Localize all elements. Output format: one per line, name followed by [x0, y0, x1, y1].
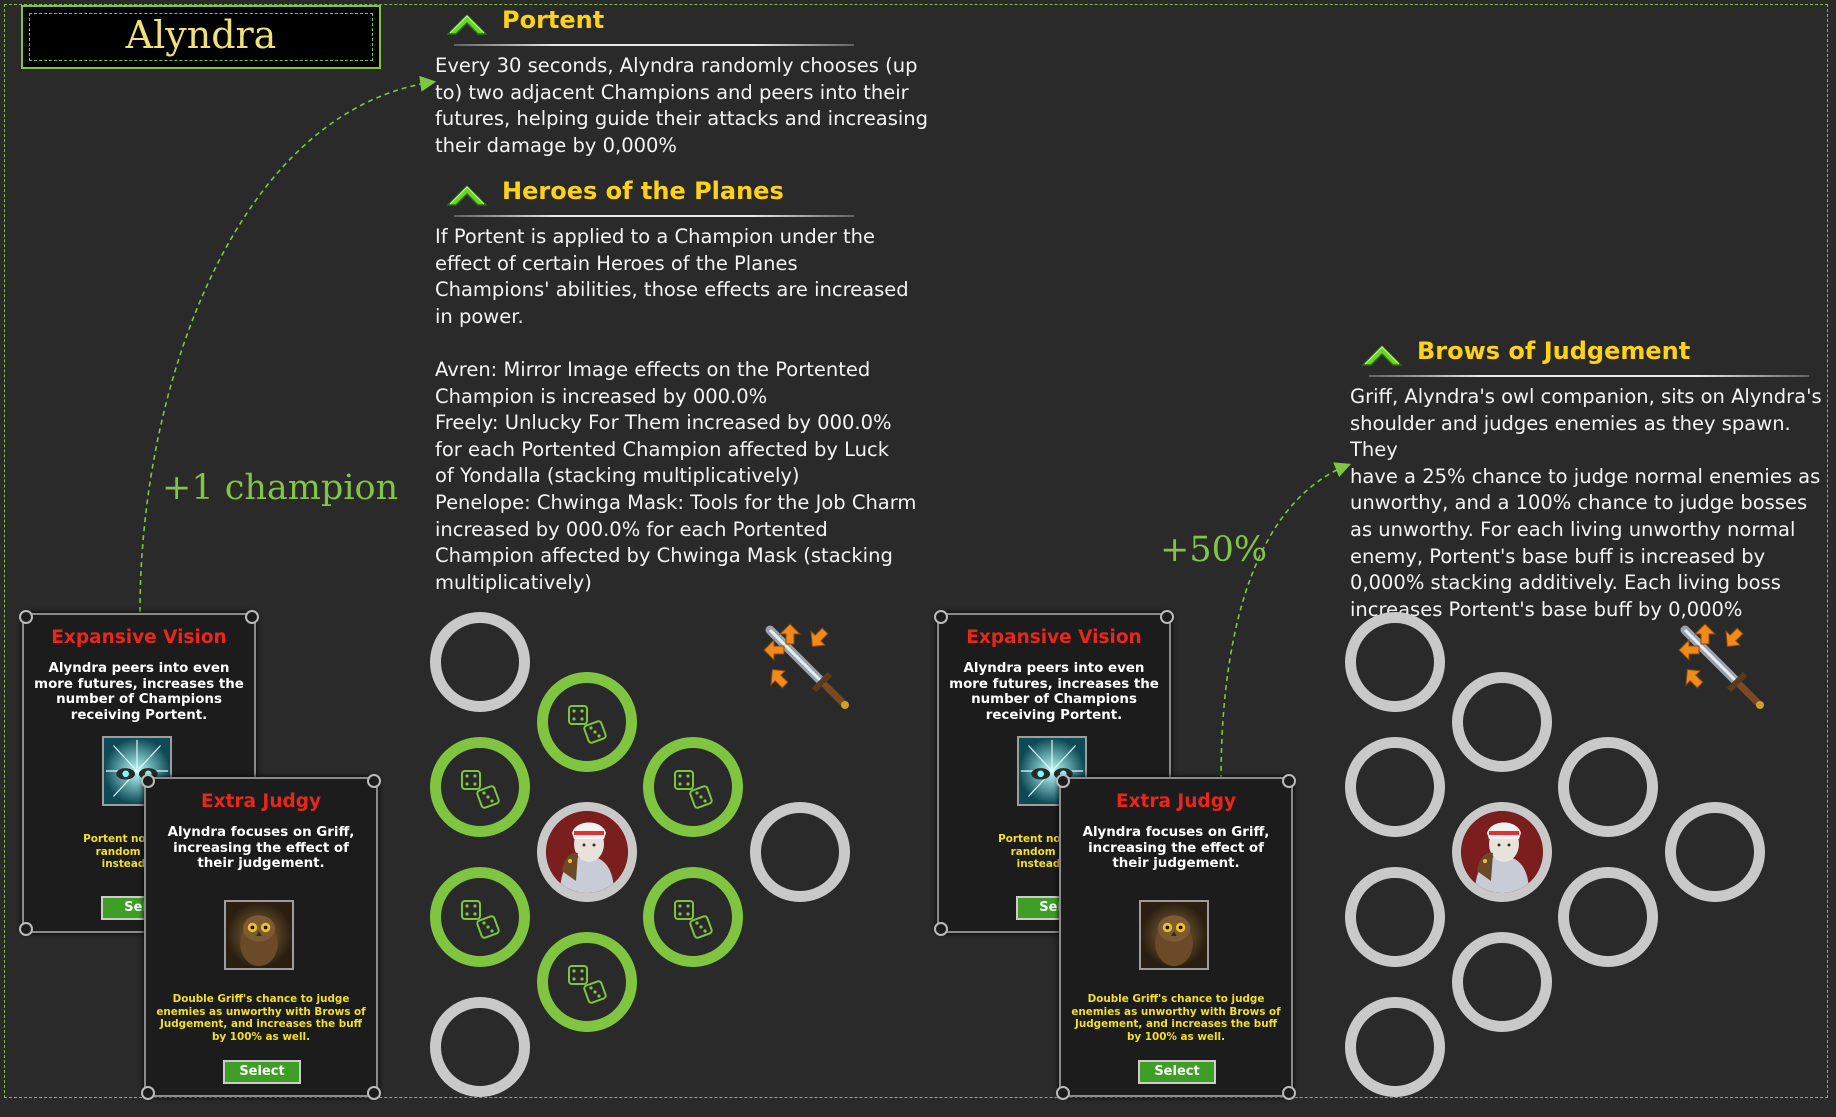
select-button[interactable]: Select [1138, 1060, 1216, 1084]
formation-slot[interactable] [430, 612, 530, 712]
formation-slot[interactable] [1345, 737, 1445, 837]
card-title: Expansive Vision [51, 627, 227, 648]
sword-buff-icon [1678, 623, 1764, 709]
card-detail: Double Griff's chance to judge enemies a… [1071, 993, 1281, 1043]
ability-brows-description: Griff, Alyndra's owl companion, sits on … [1350, 385, 1822, 621]
card-description: Alyndra focuses on Griff, increasing the… [1082, 825, 1270, 871]
formation-slot[interactable] [1345, 997, 1445, 1097]
dice-icon [568, 705, 607, 744]
ability-portent-description: Every 30 seconds, Alyndra randomly choos… [435, 54, 929, 157]
card-title: Extra Judgy [1115, 791, 1237, 812]
formation-slot[interactable] [1452, 932, 1552, 1032]
champion-portrait[interactable] [537, 802, 637, 902]
formation-slot[interactable] [750, 802, 850, 902]
formation-slot[interactable] [1345, 612, 1445, 712]
card-title: Extra Judgy [200, 791, 322, 812]
ability-heroes-description: If Portent is applied to a Champion unde… [435, 225, 917, 594]
formation-slot[interactable] [1452, 672, 1552, 772]
card-title: Expansive Vision [966, 627, 1142, 648]
ability-name: Brows of Judgement [1417, 337, 1691, 365]
formation-slot[interactable] [1665, 802, 1765, 902]
card-extra-judgy[interactable]: Extra Judgy Alyndra focuses on Griff, in… [141, 774, 381, 1100]
select-button[interactable]: Select [223, 1060, 301, 1084]
alyndra-portrait [1461, 811, 1543, 893]
formation-slot[interactable] [1345, 867, 1445, 967]
formation-slot-portented[interactable] [537, 932, 637, 1032]
formation-slot-portented[interactable] [643, 867, 743, 967]
card-description: Alyndra peers into even more futures, in… [949, 661, 1159, 723]
card-expansive-vision[interactable]: Expansive Vision Alyndra peers into even… [19, 610, 259, 936]
title-box: Alyndra [21, 5, 381, 69]
formation-slot-portented[interactable] [430, 867, 530, 967]
formation-slot-portented[interactable] [430, 737, 530, 837]
alyndra-portrait [546, 811, 628, 893]
chevron-up-icon [446, 184, 488, 206]
champion-portrait[interactable] [1452, 802, 1552, 902]
sword-buff-icon [763, 623, 849, 709]
chevron-up-icon [1361, 344, 1403, 366]
formation-slot[interactable] [1558, 867, 1658, 967]
dice-icon [674, 900, 713, 939]
dice-icon [568, 965, 607, 1004]
card-extra-judgy[interactable]: Extra Judgy Alyndra focuses on Griff, in… [1056, 774, 1296, 1100]
champion-increase-note: +1 champion [162, 468, 399, 508]
card-description: Alyndra focuses on Griff, increasing the… [167, 825, 355, 871]
owl-icon [1139, 900, 1209, 970]
dice-icon [674, 770, 713, 809]
formation-slot-portented[interactable] [537, 672, 637, 772]
ability-name: Heroes of the Planes [502, 177, 784, 205]
frame-border [4, 4, 1828, 1098]
card-description: Alyndra peers into even more futures, in… [34, 661, 244, 723]
card-detail: Double Griff's chance to judge enemies a… [156, 993, 366, 1043]
percent-increase-note: +50% [1160, 530, 1268, 570]
dice-icon [461, 770, 500, 809]
dice-icon [461, 900, 500, 939]
formation-slot[interactable] [430, 997, 530, 1097]
formation-slot[interactable] [1558, 737, 1658, 837]
chevron-up-icon [446, 13, 488, 35]
champion-title: Alyndra [125, 13, 277, 57]
owl-icon [224, 900, 294, 970]
ability-name: Portent [502, 6, 605, 34]
formation-slot-portented[interactable] [643, 737, 743, 837]
